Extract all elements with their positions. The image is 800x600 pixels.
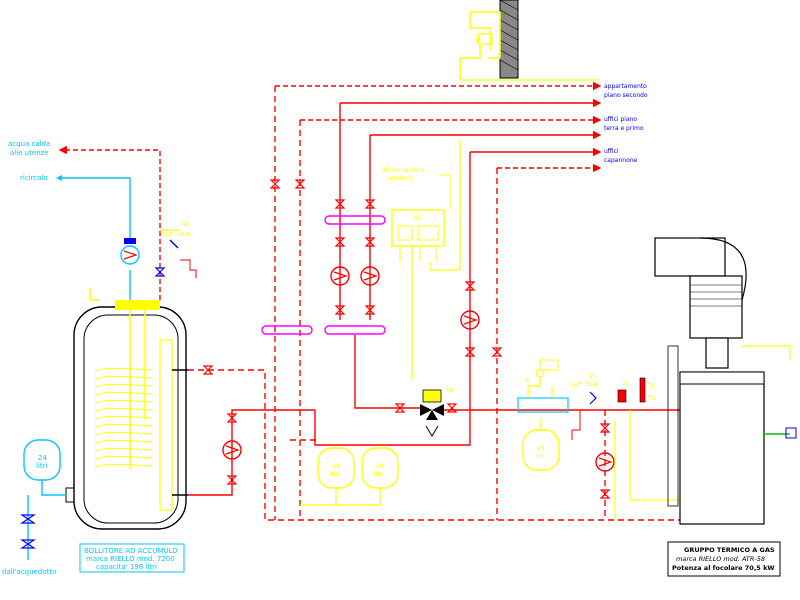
hydraulic-separator (517, 359, 569, 413)
rc-label: RC (414, 215, 422, 222)
ve1-label: 24 (332, 463, 340, 470)
mixing-valve (420, 389, 444, 437)
vs-left-label: VS (182, 221, 190, 228)
manifold-lower (324, 325, 386, 335)
storage-boiler (65, 288, 188, 530)
uffici-cap-label-2: capannone (604, 157, 638, 164)
acqua-calda-label-1: acqua calda (8, 140, 50, 148)
acquedotto-label: dall'acquedotto (2, 568, 56, 576)
pump-boiler-loop (222, 440, 242, 460)
boiler-line-valves (202, 365, 611, 499)
tl-label: TL (647, 383, 656, 390)
generator-info-box (667, 541, 781, 577)
ve4b-label: litri (36, 462, 48, 470)
manifold-left (261, 325, 313, 335)
gas-generator (654, 237, 797, 525)
ve3-label: 24 (537, 445, 545, 452)
se-label: SE (474, 37, 482, 44)
boiler-box-line1: BOLLITORE AD ACCUMULO (84, 547, 178, 555)
pump-riser-2 (360, 266, 380, 286)
boiler-info-box (79, 543, 185, 573)
ti-label: TI (621, 381, 628, 388)
ricircolo-label: ricircolo (20, 174, 48, 182)
appartamento-label-2: piano secondo (604, 92, 648, 99)
ve4-label: 24 (38, 454, 47, 462)
va-label: VA (446, 387, 455, 394)
uffici-cap-label-1: uffici (604, 148, 619, 155)
ve3b-label: litri (535, 453, 545, 460)
gruppo-box-line2: marca RIELLO mod. ATR-58 (676, 555, 765, 563)
alimentazione-label-2: elettrica (388, 175, 413, 182)
ricircolo-arrow (56, 175, 62, 181)
boiler-box-line2: marca RIELLO mod. 7200 (86, 555, 175, 563)
thermostats (614, 377, 680, 520)
acqua-calda-label-2: alle utenze (10, 149, 49, 157)
ve2b-label: litri (374, 471, 384, 478)
pump-generator (595, 452, 615, 472)
ve2-label: 24 (376, 463, 384, 470)
distribution-lines (275, 79, 602, 270)
gruppo-box-line1: GRUPPO TERMICO A GAS (684, 546, 775, 554)
ve1b-label: litri (330, 471, 340, 478)
pump-recirculation (120, 238, 140, 265)
uffici-piano-label-2: terra e primo (604, 125, 644, 132)
main-lines (188, 369, 680, 521)
expansion-vessel-2 (336, 447, 399, 506)
pi-label: PI (525, 377, 531, 384)
vs-right-label: VS (588, 373, 596, 380)
pump-riser-3 (460, 310, 480, 330)
boiler-box-line3: capacita' 198 litri (96, 563, 157, 571)
hot-water-lines (58, 145, 180, 300)
riser-valves (269, 179, 503, 357)
appartamento-label-1: appartamento (604, 83, 647, 90)
expansion-vessel-3 (522, 418, 560, 471)
wall-section (469, 0, 519, 79)
uffici-piano-label-1: uffici piano (604, 116, 637, 123)
safety-valve-left (154, 239, 197, 278)
vs-left-pressure: 1/2"-3bar (162, 231, 191, 238)
safety-valve-right (571, 391, 597, 440)
pump-riser-1 (330, 266, 350, 286)
cold-water-inlet (20, 480, 66, 560)
vs-right-pressure: 1/2"-3bar (570, 381, 599, 388)
alimentazione-label-1: alimentazione (382, 167, 425, 174)
gruppo-box-line3: Potenza al focolare 70,5 kW (672, 564, 775, 572)
expansion-vessel-1 (300, 447, 355, 506)
ts-label: TS (647, 395, 656, 402)
manifold-upper (324, 215, 386, 225)
risers (274, 86, 498, 520)
rc-controller (391, 209, 460, 380)
